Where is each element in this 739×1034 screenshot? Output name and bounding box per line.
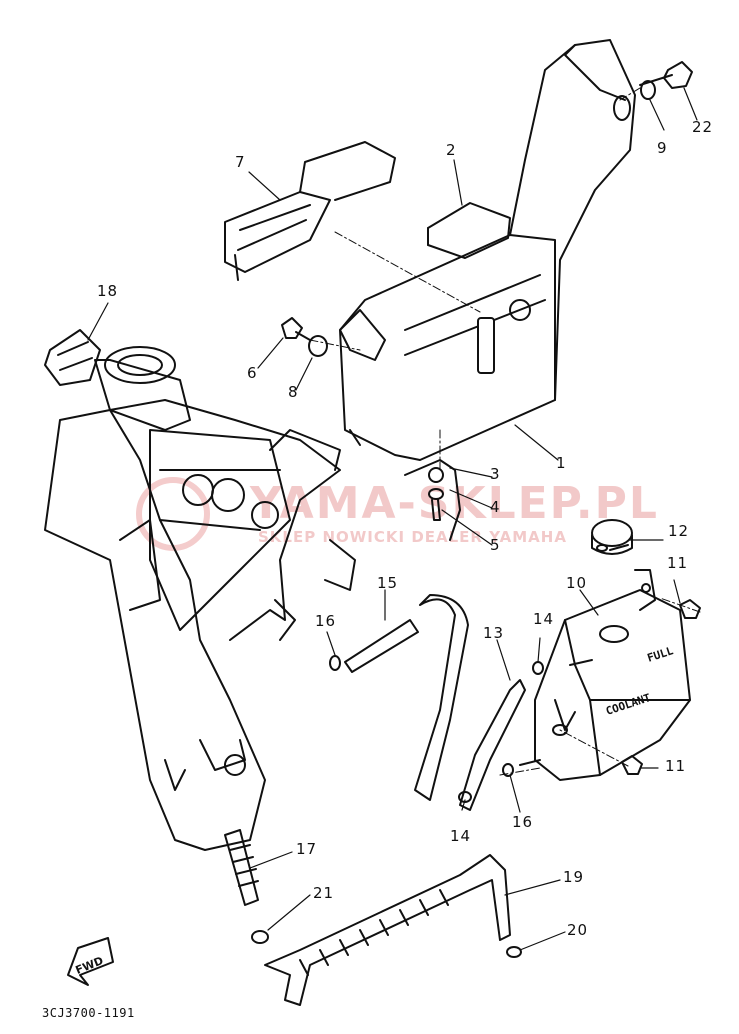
overflow-hose-part-19 [264, 854, 511, 1006]
callout-2: 2 [446, 141, 457, 159]
reservoir-tank-part-10 [519, 569, 691, 781]
cover-part-7 [224, 141, 396, 281]
grommets-parts-3-5 [404, 459, 461, 541]
drawing-code: 3CJ3700-1191 [42, 1006, 135, 1020]
screw-part-11-lower [621, 755, 643, 775]
callout-18: 18 [97, 282, 119, 300]
hose-part-15 [344, 619, 419, 673]
callout-17: 17 [296, 840, 318, 858]
callout-13: 13 [483, 624, 505, 642]
cap-part-18 [44, 329, 101, 386]
tank-cap-part-12 [591, 519, 633, 555]
callout-9: 9 [657, 139, 668, 157]
callout-16-lower: 16 [512, 813, 534, 831]
bracket-part-1 [339, 39, 636, 461]
callout-5: 5 [490, 536, 501, 554]
callout-14-lower: 14 [450, 827, 472, 845]
collar-part-8 [308, 335, 328, 357]
clamp-part-20 [506, 946, 522, 958]
clamp-part-16-upper [329, 655, 341, 671]
callout-20: 20 [567, 921, 589, 939]
watermark-subtext: SKLEP NOWICKI DEALER YAMAHA [258, 528, 567, 546]
callout-16-upper: 16 [315, 612, 337, 630]
bolt-part-22 [639, 61, 693, 89]
callout-15: 15 [377, 574, 399, 592]
hose-part-13 [414, 594, 526, 811]
clamp-part-21 [251, 930, 269, 944]
callout-21: 21 [313, 884, 335, 902]
callout-14-upper: 14 [533, 610, 555, 628]
washer-part-9 [640, 80, 656, 100]
clamp-part-14-upper [532, 661, 544, 675]
fwd-arrow [67, 937, 114, 986]
callout-7: 7 [235, 153, 246, 171]
callout-11-upper: 11 [667, 554, 689, 572]
callout-12: 12 [668, 522, 690, 540]
pad-part-2 [427, 202, 511, 259]
callout-11-lower: 11 [665, 757, 687, 775]
callout-8: 8 [288, 383, 299, 401]
fitting-part-17 [224, 829, 259, 906]
callout-10: 10 [566, 574, 588, 592]
callout-1: 1 [556, 454, 567, 472]
screw-part-11-upper [679, 599, 701, 619]
frame [44, 346, 356, 851]
callout-4: 4 [490, 498, 501, 516]
bolt-part-6 [281, 317, 311, 341]
assembly-lines [309, 87, 701, 776]
clamp-part-16-lower [502, 763, 514, 777]
callout-22: 22 [692, 118, 714, 136]
callout-6: 6 [247, 364, 258, 382]
callout-3: 3 [490, 465, 501, 483]
leader-lines [87, 87, 698, 951]
callout-19: 19 [563, 868, 585, 886]
